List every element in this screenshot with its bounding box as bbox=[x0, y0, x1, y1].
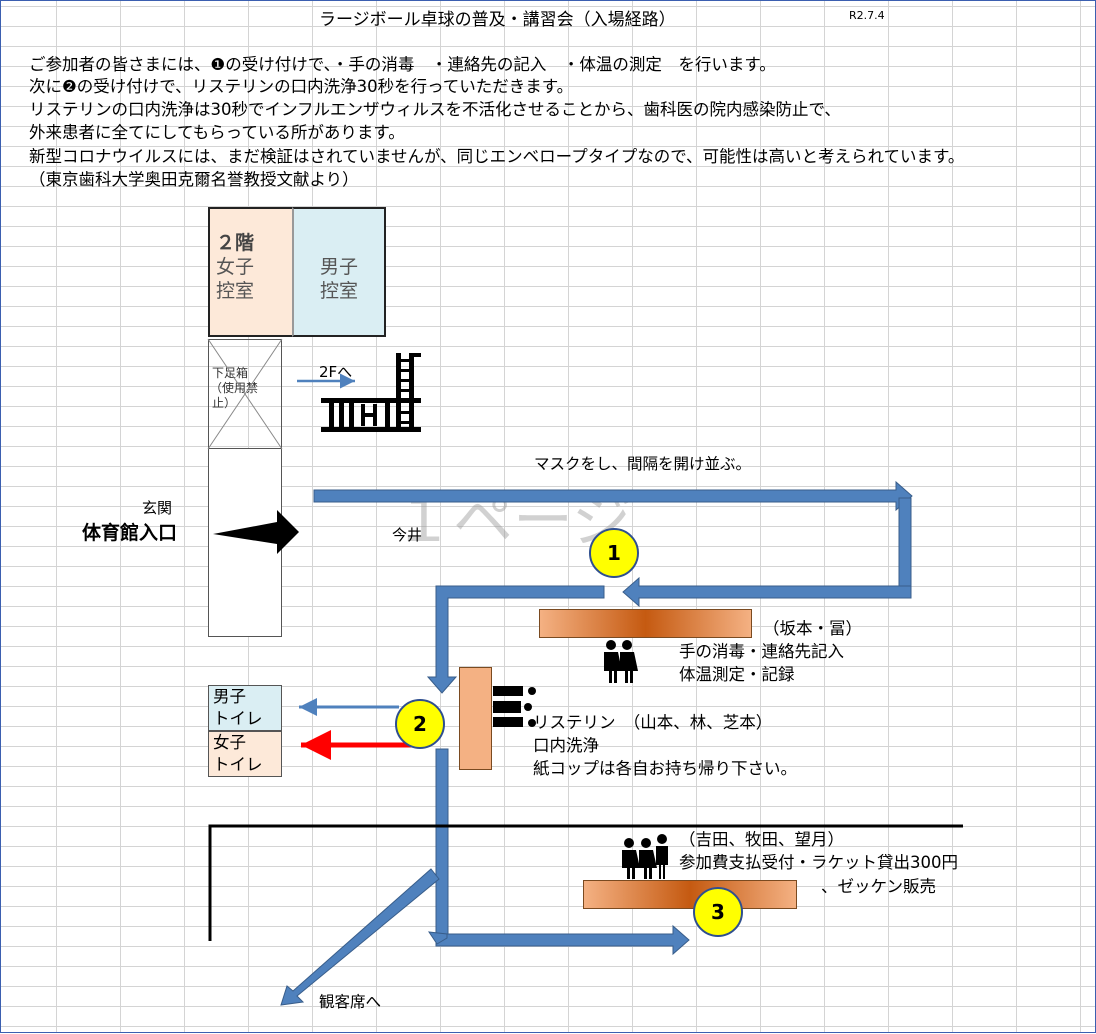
staff-trio-icon bbox=[622, 834, 668, 879]
hall-wall bbox=[208, 824, 963, 941]
queue-instruction: マスクをし、間隔を開け並ぶ。 bbox=[534, 455, 752, 473]
men-room-label-1: 男子 bbox=[320, 256, 359, 278]
entrance-corridor bbox=[208, 449, 282, 637]
shoe-box-label-3: 止） bbox=[212, 396, 237, 410]
staff-group-icon bbox=[493, 686, 536, 727]
staff-imai-label: 今井 bbox=[392, 526, 423, 544]
shoe-box-label-1: 下足箱 bbox=[212, 366, 249, 380]
flow-arrow-to-seats bbox=[280, 868, 440, 1006]
women-toilet-label-1: 女子 bbox=[213, 733, 246, 752]
station-3-task-2: 、ゼッケン販売 bbox=[821, 877, 937, 896]
men-toilet: 男子 トイレ bbox=[208, 685, 282, 731]
floor-label: ２階 bbox=[216, 232, 255, 254]
to-2f-label: 2Fへ bbox=[319, 363, 353, 381]
station-2-badge: 2 bbox=[395, 699, 445, 749]
page-title: ラージボール卓球の普及・講習会（入場経路） bbox=[319, 10, 676, 30]
station-1-badge: 1 bbox=[589, 528, 639, 578]
entrance-arrow-icon bbox=[213, 510, 299, 554]
shoe-box: 下足箱 （使用禁 止） bbox=[208, 339, 282, 449]
station-1-task-2: 体温測定・記録 bbox=[679, 665, 795, 684]
gym-entrance-label: 体育館入口 bbox=[82, 522, 178, 544]
men-toilet-label-2: トイレ bbox=[213, 709, 263, 728]
women-waiting-room: ２階 女子 控室 bbox=[208, 207, 292, 337]
station-3-badge: 3 bbox=[693, 887, 743, 937]
reception-counter-3 bbox=[583, 880, 797, 909]
shoe-box-label-2: （使用禁 bbox=[210, 381, 259, 395]
men-room-label-2: 控室 bbox=[320, 280, 359, 302]
flow-arrow-to-station-3 bbox=[427, 748, 690, 956]
station-3-task-1: 参加費支払受付・ラケット貸出300円 bbox=[679, 853, 958, 872]
date-label: R2.7.4 bbox=[849, 9, 885, 22]
staff-pair-icon bbox=[604, 640, 638, 683]
station-2-task-2: 紙コップは各自お持ち帰り下さい。 bbox=[533, 759, 797, 778]
station-2-staff: リステリン （山本、林、芝本） bbox=[533, 713, 773, 732]
flow-arrow-queue bbox=[313, 480, 913, 694]
intro-line-4: 外来患者に全てにしてもらっている所があります。 bbox=[29, 123, 405, 142]
intro-line-1: ご参加者の皆さまには、❶の受け付けで、・手の消毒 ・連絡先の記入 ・体温の測定 … bbox=[29, 55, 776, 74]
station-1-task-1: 手の消毒・連絡先記入 bbox=[679, 642, 844, 661]
reception-counter-2 bbox=[459, 667, 492, 770]
stairs-icon bbox=[321, 353, 421, 432]
reception-counter-1 bbox=[539, 609, 752, 638]
intro-line-2: 次に❷の受け付けで、リステリンの口内洗浄30秒を行っていただきます。 bbox=[29, 77, 574, 96]
men-waiting-room: 男子 控室 bbox=[292, 207, 386, 337]
intro-line-5: 新型コロナウイルスには、まだ検証はされていませんが、同じエンベロープタイプなので… bbox=[29, 147, 965, 166]
to-seats-label: 観客席へ bbox=[319, 993, 382, 1011]
entrance-label: 玄関 bbox=[142, 499, 173, 517]
women-toilet-label-2: トイレ bbox=[213, 755, 263, 774]
shoe-box-cross-2 bbox=[207, 338, 283, 450]
intro-line-3: リステリンの口内洗浄は30秒でインフルエンザウィルスを不活化させることから、歯科… bbox=[29, 100, 841, 119]
station-2-task-1: 口内洗浄 bbox=[533, 736, 599, 755]
men-toilet-label-1: 男子 bbox=[213, 687, 246, 706]
intro-line-6: （東京歯科大学奥田克爾名誉教授文献より） bbox=[29, 170, 359, 189]
women-room-label-2: 控室 bbox=[216, 280, 255, 302]
station-3-staff: （吉田、牧田、望月） bbox=[679, 830, 844, 849]
women-room-label-1: 女子 bbox=[216, 256, 255, 278]
station-1-staff: （坂本・冨） bbox=[763, 619, 862, 638]
women-toilet: 女子 トイレ bbox=[208, 731, 282, 777]
